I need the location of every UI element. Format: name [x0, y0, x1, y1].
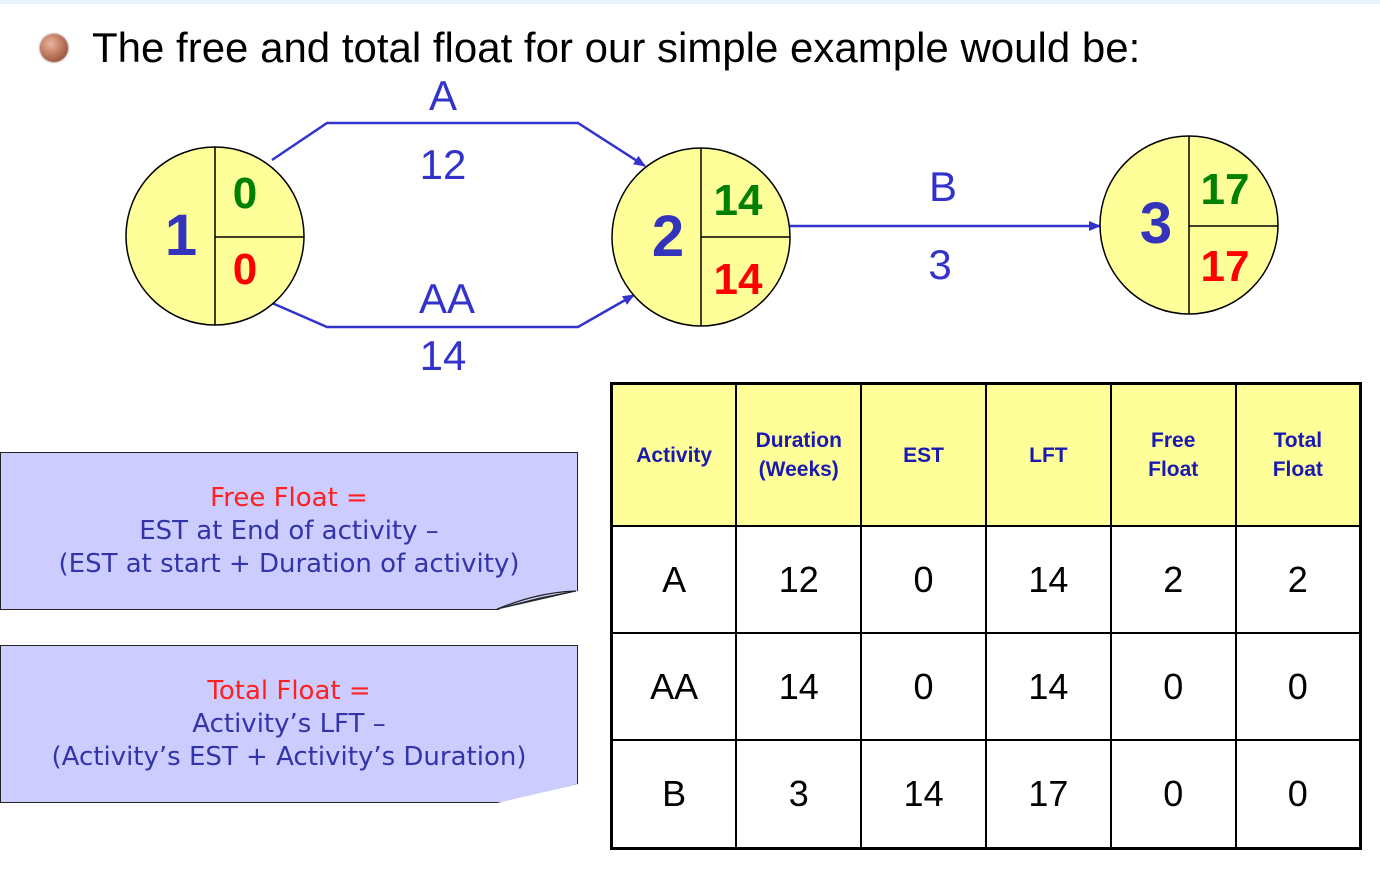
- node-1: 1 0 0: [125, 146, 305, 326]
- cell-free-float: 2: [1109, 524, 1237, 635]
- cell-activity: AA: [610, 632, 738, 742]
- node-1-est: 0: [233, 169, 257, 218]
- cell-lft: 17: [984, 739, 1112, 850]
- free-float-note: Free Float = EST at End of activity – (E…: [0, 452, 578, 610]
- cell-total-float: 2: [1234, 524, 1362, 635]
- total-float-line2: (Activity’s EST + Activity’s Duration): [51, 741, 527, 772]
- free-float-heading: Free Float =: [210, 482, 368, 513]
- activity-aa-duration: 14: [420, 332, 467, 379]
- node-2-label: 2: [652, 204, 684, 269]
- node-1-label: 1: [165, 203, 197, 268]
- free-float-line2: (EST at start + Duration of activity): [58, 548, 520, 579]
- cell-activity: B: [610, 739, 738, 850]
- total-float-heading: Total Float =: [207, 675, 371, 706]
- cell-lft: 14: [984, 632, 1112, 742]
- activity-a-name: A: [429, 72, 457, 119]
- cell-est: 0: [860, 632, 987, 742]
- node-2: 2 14 14: [611, 147, 791, 327]
- header-duration: Duration(Weeks): [735, 382, 863, 527]
- slide-title: The free and total float for our simple …: [40, 20, 1140, 76]
- node-1-lft: 0: [233, 245, 257, 294]
- table-row: B 3 14 17 0 0: [610, 739, 1362, 850]
- total-float-line1: Activity’s LFT –: [192, 708, 386, 739]
- title-text: The free and total float for our simple …: [92, 24, 1141, 71]
- activity-a-duration: 12: [420, 141, 467, 188]
- node-3: 3 17 17: [1099, 135, 1279, 315]
- node-3-est: 17: [1201, 165, 1250, 214]
- activity-aa-name: AA: [419, 275, 475, 322]
- header-est: EST: [860, 382, 987, 527]
- cell-free-float: 0: [1109, 739, 1237, 850]
- activity-a-arrow: [271, 121, 646, 168]
- node-2-est: 14: [714, 176, 763, 225]
- node-3-lft: 17: [1201, 242, 1250, 291]
- cell-total-float: 0: [1234, 739, 1362, 850]
- free-float-line1: EST at End of activity –: [139, 515, 439, 546]
- activity-b-name: B: [929, 163, 957, 210]
- table-row: AA 14 0 14 0 0: [610, 632, 1362, 742]
- cell-duration: 3: [735, 739, 863, 850]
- node-2-lft: 14: [714, 255, 763, 304]
- cell-total-float: 0: [1234, 632, 1362, 742]
- activity-b-duration: 3: [928, 241, 951, 288]
- header-lft: LFT: [984, 382, 1112, 527]
- table-row: A 12 0 14 2 2: [610, 524, 1362, 635]
- top-border-line: [0, 0, 1380, 4]
- cell-est: 14: [860, 739, 987, 850]
- node-3-label: 3: [1140, 191, 1172, 256]
- cell-duration: 12: [735, 524, 863, 635]
- cell-est: 0: [860, 524, 987, 635]
- activity-aa-arrow: [271, 293, 635, 329]
- cell-activity: A: [610, 524, 738, 635]
- header-activity: Activity: [610, 382, 738, 527]
- activity-network-diagram: A 12 AA 14 B 3 1 0 0 2 14 14 3 17 17: [125, 72, 1279, 379]
- bullet-icon: [40, 34, 68, 62]
- cell-free-float: 0: [1109, 632, 1237, 742]
- cell-lft: 14: [984, 524, 1112, 635]
- total-float-note: Total Float = Activity’s LFT – (Activity…: [0, 645, 578, 803]
- cell-duration: 14: [735, 632, 863, 742]
